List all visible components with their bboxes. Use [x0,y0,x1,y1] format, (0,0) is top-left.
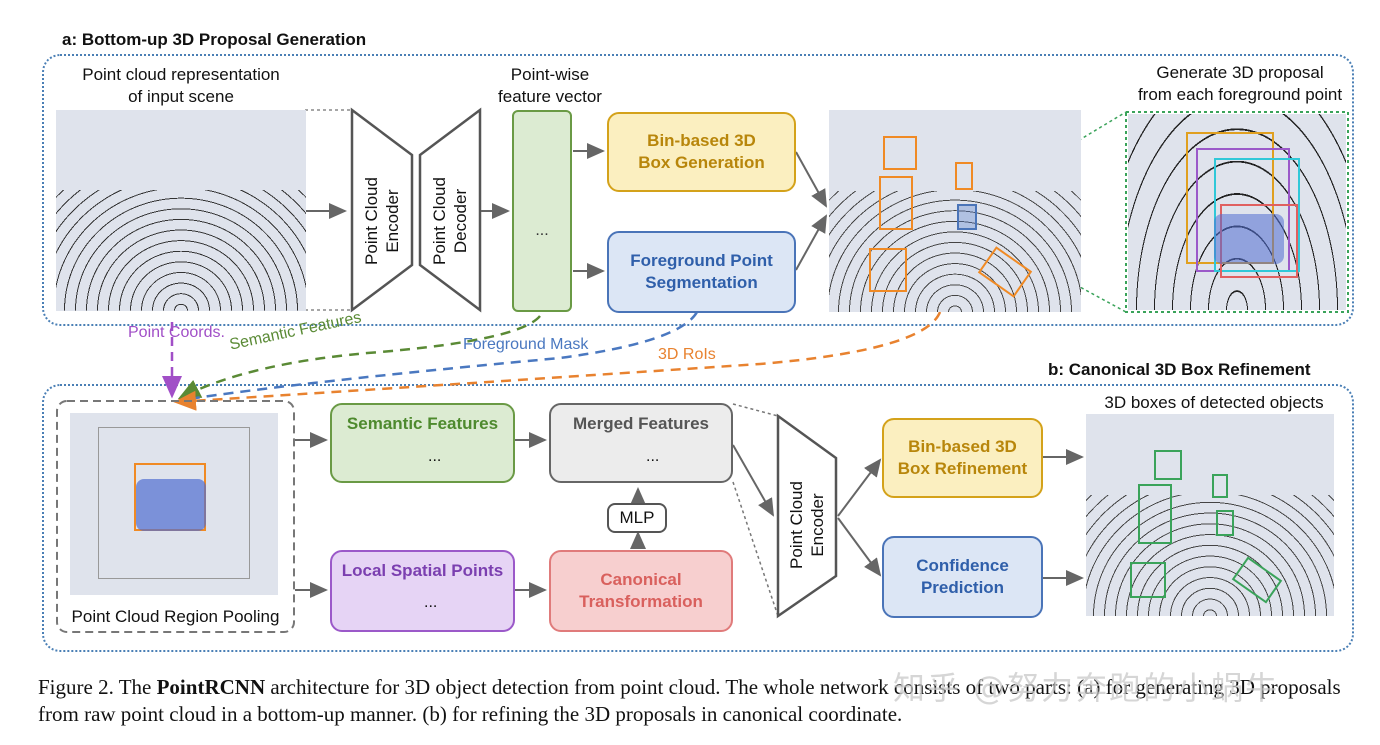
foreground-mask-flow-label: Foreground Mask [463,336,589,353]
decoder-a-label: Point Cloud Decoder [430,177,470,265]
zoomed-proposal-image [1128,114,1346,310]
input-scene-label: Point cloud representation of input scen… [82,65,280,106]
mlp-block: MLP [607,503,667,533]
section-a-frame [42,54,1354,326]
local-spatial-points-title: Local Spatial Points [341,561,504,580]
confidence-prediction-block: Confidence Prediction [882,536,1043,618]
feature-column-dots: ... [535,222,549,239]
semantic-dots: ... [428,448,442,465]
caption-rest: architecture for 3D object detection fro… [38,675,1341,726]
encoder-b-shape [776,413,838,619]
pooling-label: Point Cloud Region Pooling [71,607,280,626]
rois-flow-label: 3D RoIs [658,346,716,363]
detected-objects-image [1086,414,1334,616]
point-coords-flow-label: Point Coords. [128,324,225,341]
merged-features-block: Merged Features [549,403,733,483]
pointwise-feature-column [512,110,572,312]
encoder-a-shape [350,107,414,313]
input-point-cloud-image [56,110,306,311]
canonical-transformation-block: Canonical Transformation [549,550,733,632]
detected-objects-label: 3D boxes of detected objects [1104,393,1324,412]
pooled-region-image [70,413,278,595]
generate-proposal-label: Generate 3D proposal from each foregroun… [1137,63,1343,104]
pointwise-label: Point-wise feature vector [498,65,602,106]
semantic-features-title: Semantic Features [346,414,499,433]
foreground-segmentation-block: Foreground Point Segmentation [607,231,796,313]
encoder-a-label: Point Cloud Encoder [362,177,402,265]
local-spatial-points-block: Local Spatial Points [330,550,515,632]
bin-box-refinement-block: Bin-based 3D Box Refinement [882,418,1043,498]
merged-dots: ... [646,448,660,465]
local-dots: ... [424,594,438,611]
caption-bold: PointRCNN [156,675,266,699]
proposal-point-cloud-image [829,110,1081,312]
section-b-title: b: Canonical 3D Box Refinement [1048,360,1311,379]
bin-box-generation-block: Bin-based 3D Box Generation [607,112,796,192]
figure-caption: Figure 2. The PointRCNN architecture for… [38,674,1358,728]
decoder-a-shape [418,107,482,313]
merged-features-title: Merged Features [572,414,710,433]
encoder-b-label: Point Cloud Encoder [787,481,827,569]
section-b-frame [42,384,1354,652]
caption-prefix: Figure 2. The [38,675,157,699]
section-a-title: a: Bottom-up 3D Proposal Generation [62,30,367,49]
semantic-features-block: Semantic Features [330,403,515,483]
watermark: 知乎 @努力奔跑的小蜗牛 [893,669,1280,707]
